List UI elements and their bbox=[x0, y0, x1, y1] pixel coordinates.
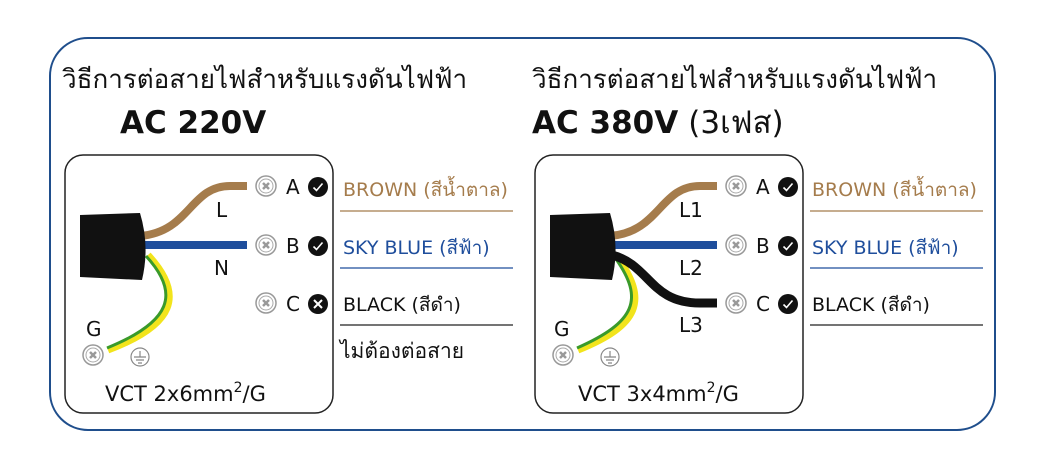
terminal-letter: A bbox=[756, 175, 770, 199]
right-cable-jacket bbox=[550, 213, 616, 280]
wire-label: L2 bbox=[679, 256, 703, 280]
left-brown-wire bbox=[139, 182, 247, 240]
left-terminal-box bbox=[64, 154, 334, 414]
left-title: วิธีการต่อสายไฟสำหรับแรงดันไฟฟ้า bbox=[62, 64, 468, 95]
voltage: AC 380V bbox=[532, 105, 678, 141]
wire-label: L3 bbox=[679, 313, 703, 337]
check-icon bbox=[307, 235, 329, 257]
right-black-wire bbox=[610, 250, 717, 308]
right-green-yellow-wire bbox=[576, 255, 639, 354]
blue-label: SKY BLUE (สีฟ้า) bbox=[343, 237, 490, 259]
cable-sup: 2 bbox=[234, 380, 243, 396]
outer-frame bbox=[49, 37, 996, 431]
right-terminal-box bbox=[534, 154, 804, 414]
earth-symbol-icon bbox=[600, 347, 620, 367]
ground-screw-icon bbox=[81, 343, 105, 367]
cable-spec: VCT 3x4mm bbox=[578, 382, 707, 406]
check-icon bbox=[777, 293, 799, 315]
blue-label: SKY BLUE (สีฟ้า) bbox=[812, 237, 959, 259]
screw-icon bbox=[724, 233, 748, 257]
check-icon bbox=[307, 176, 329, 198]
ground-screw-icon bbox=[551, 343, 575, 367]
phase: (3เฟส) bbox=[688, 105, 783, 141]
brown-label: BROWN (สีน้ำตาล) bbox=[343, 176, 508, 201]
screw-icon bbox=[724, 291, 748, 315]
wire-label: L1 bbox=[679, 198, 703, 222]
left-cable-jacket bbox=[80, 213, 146, 280]
left-voltage: AC 220V bbox=[120, 105, 266, 141]
brown-label: BROWN (สีน้ำตาล) bbox=[812, 176, 977, 201]
cable-spec: VCT 2x6mm bbox=[105, 382, 234, 406]
terminal-letter: C bbox=[756, 292, 770, 316]
terminal-letter: A bbox=[286, 175, 300, 199]
screw-icon bbox=[254, 233, 278, 257]
right-green-stripe bbox=[576, 258, 633, 350]
earth-symbol-icon bbox=[130, 347, 150, 367]
black-label: BLACK (สีดำ) bbox=[343, 294, 461, 316]
cable-suffix: /G bbox=[243, 382, 266, 406]
left-green-yellow-wire bbox=[106, 252, 173, 354]
wire-label: N bbox=[214, 256, 229, 280]
black-label: BLACK (สีดำ) bbox=[812, 294, 930, 316]
ground-label: G bbox=[86, 317, 102, 341]
cross-icon bbox=[307, 293, 329, 315]
wire-label: L bbox=[216, 198, 228, 222]
check-icon bbox=[777, 176, 799, 198]
no-connect-note: ไม่ต้องต่อสาย bbox=[338, 339, 464, 363]
terminal-letter: B bbox=[286, 234, 300, 258]
right-title: วิธีการต่อสายไฟสำหรับแรงดันไฟฟ้า bbox=[532, 64, 938, 95]
ground-label: G bbox=[554, 317, 570, 341]
cable-suffix: /G bbox=[716, 382, 739, 406]
screw-icon bbox=[724, 174, 748, 198]
terminal-letter: B bbox=[756, 234, 770, 258]
terminal-letter: C bbox=[286, 292, 300, 316]
check-icon bbox=[777, 235, 799, 257]
left-green-stripe bbox=[106, 254, 168, 350]
cable-sup: 2 bbox=[707, 380, 716, 396]
right-brown-wire bbox=[609, 182, 717, 240]
right-cable-spec: VCT 3x4mm2/G bbox=[578, 380, 739, 406]
screw-icon bbox=[254, 174, 278, 198]
left-cable-spec: VCT 2x6mm2/G bbox=[105, 380, 266, 406]
screw-icon bbox=[254, 291, 278, 315]
right-voltage: AC 380V (3เฟส) bbox=[532, 105, 784, 141]
